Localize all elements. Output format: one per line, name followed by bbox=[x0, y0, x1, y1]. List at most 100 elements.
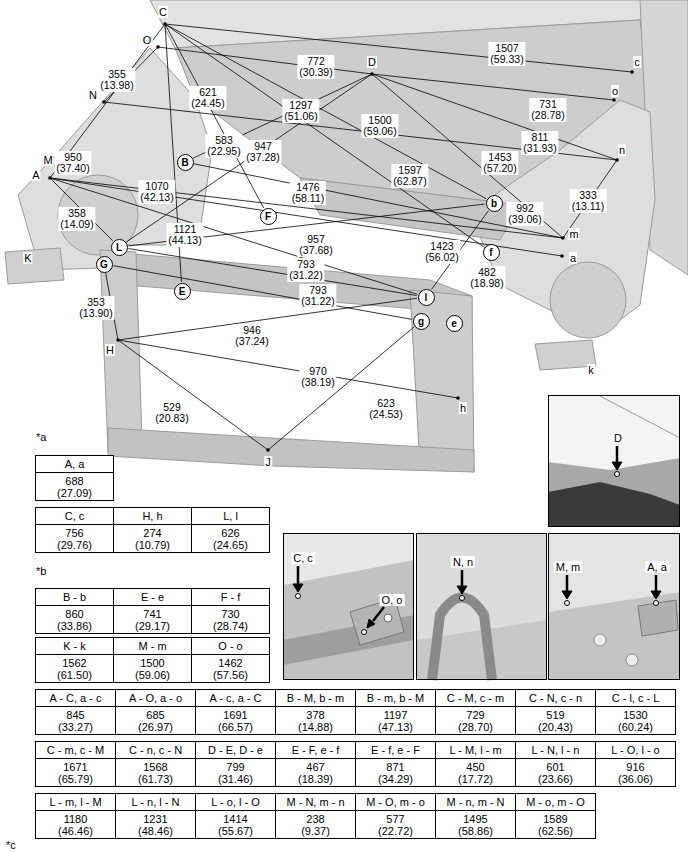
table-value: 274 (10.79) bbox=[135, 527, 170, 551]
dimension-value: 482 (18.98) bbox=[468, 266, 505, 290]
table-header: L - o, l - O bbox=[211, 796, 260, 808]
table-value: 1495 (58.86) bbox=[458, 813, 493, 837]
right-pillar bbox=[410, 290, 474, 472]
point-letter: H bbox=[105, 344, 115, 356]
table-cell: L - o, l - O bbox=[195, 793, 276, 811]
table-cell: B - M, b - m bbox=[275, 689, 356, 707]
inset-label: N, n bbox=[451, 556, 475, 568]
table-value: 519 (20.43) bbox=[538, 709, 573, 733]
table-cell: 916 (36.06) bbox=[595, 758, 676, 787]
point-letter: l bbox=[425, 292, 428, 303]
dimension-connector bbox=[113, 266, 411, 320]
table-cell: 577 (22.72) bbox=[355, 810, 436, 839]
point-dot bbox=[460, 596, 465, 601]
point-letter: A bbox=[31, 169, 40, 181]
table-value: 1180 (46.46) bbox=[58, 813, 93, 837]
table-value: 577 (22.72) bbox=[378, 813, 413, 837]
dimension-value: 1423 (56.02) bbox=[423, 240, 460, 264]
point-dot bbox=[48, 176, 52, 180]
table-header: H, h bbox=[142, 510, 162, 522]
point-letter: N bbox=[88, 89, 98, 101]
table-value: 238 (9.37) bbox=[301, 813, 330, 837]
table-header: M - N, m - n bbox=[286, 796, 344, 808]
inset-bracket bbox=[638, 600, 678, 636]
dimension-line bbox=[165, 24, 632, 72]
table-header: M - m bbox=[138, 640, 166, 652]
table-value: 1562 (61.50) bbox=[57, 657, 92, 681]
table-value: 626 (24.65) bbox=[213, 527, 248, 551]
point-dot bbox=[156, 45, 160, 49]
dimension-value: 1597 (62.87) bbox=[391, 164, 428, 188]
point-dot bbox=[456, 396, 460, 400]
inset-label: M, m bbox=[554, 561, 582, 573]
table-value: 916 (36.06) bbox=[618, 761, 653, 785]
arrow-head bbox=[293, 584, 303, 592]
table-value: 1530 (60.24) bbox=[618, 709, 653, 733]
table-cell: 799 (31.46) bbox=[195, 758, 276, 787]
dimension-line bbox=[118, 340, 458, 398]
arrow-head bbox=[651, 591, 661, 599]
inset-arrow bbox=[566, 575, 569, 593]
table-value: 685 (26.97) bbox=[138, 709, 173, 733]
dimension-value: 772 (30.39) bbox=[297, 55, 334, 79]
dimension-line bbox=[50, 178, 417, 294]
point-dot bbox=[362, 630, 367, 635]
table-value: 1671 (65.79) bbox=[58, 761, 93, 785]
inset-label: D bbox=[612, 432, 624, 444]
dimension-value: 947 (37.28) bbox=[244, 140, 281, 164]
table-header: E - F, e - f bbox=[292, 744, 340, 756]
inset-panel bbox=[283, 560, 414, 680]
table-cell: M - n, m - N bbox=[435, 793, 516, 811]
arrow-head bbox=[562, 591, 572, 599]
point-letter: g bbox=[418, 316, 424, 327]
table-value: 729 (28.70) bbox=[458, 709, 493, 733]
inset-arrow bbox=[373, 607, 384, 621]
point-letter: n bbox=[618, 144, 626, 156]
point-dot bbox=[612, 98, 616, 102]
dimension-value: 970 (38.19) bbox=[299, 365, 336, 389]
table-cell: 1691 (66.57) bbox=[195, 706, 276, 735]
table-cell: C - l, c - L bbox=[595, 689, 676, 707]
table-value: 1197 (47.13) bbox=[378, 709, 413, 733]
table-cell: 730 (28.74) bbox=[191, 605, 270, 634]
point-letter: a bbox=[569, 252, 577, 264]
table-cell: 1530 (60.24) bbox=[595, 706, 676, 735]
point-letter: h bbox=[459, 402, 467, 414]
table-value: 1500 (59.06) bbox=[135, 657, 170, 681]
dimension-value: 1500 (59.06) bbox=[361, 114, 398, 138]
detail-inset: D bbox=[548, 395, 680, 527]
table-header: L - O, l - o bbox=[611, 744, 660, 756]
table-cell: C, c bbox=[35, 507, 114, 525]
arrow-head bbox=[612, 462, 622, 470]
table-cell: 1568 (61.73) bbox=[115, 758, 196, 787]
dimension-line bbox=[128, 249, 416, 296]
inset-ground bbox=[548, 395, 680, 527]
point-dot bbox=[654, 601, 659, 606]
table-cell: 1500 (59.06) bbox=[113, 654, 192, 683]
table-cell: C - m, c - M bbox=[35, 741, 116, 759]
dimension-value: 957 (37.68) bbox=[297, 233, 334, 257]
table-value: 1589 (62.56) bbox=[538, 813, 573, 837]
dimension-value: 992 (39.06) bbox=[506, 202, 543, 226]
table-header: C, c bbox=[65, 510, 85, 522]
inset-ground bbox=[283, 533, 414, 680]
table-value: 756 (29.76) bbox=[57, 527, 92, 551]
point-letter: G bbox=[100, 259, 108, 270]
table-cell: 845 (33.27) bbox=[35, 706, 116, 735]
table-cell: 1671 (65.79) bbox=[35, 758, 116, 787]
point-dot bbox=[296, 594, 301, 599]
dimension-line bbox=[563, 160, 617, 238]
point-letter: K bbox=[23, 252, 32, 264]
dimension-value: 621 (24.45) bbox=[189, 86, 226, 110]
inset-ground bbox=[548, 533, 680, 680]
table-cell: A - C, a - c bbox=[35, 689, 116, 707]
point-dot bbox=[565, 601, 570, 606]
point-circle: l bbox=[418, 289, 435, 306]
table-cell: M - N, m - n bbox=[275, 793, 356, 811]
dimension-value: 623 (24.53) bbox=[367, 397, 404, 421]
dimension-value: 731 (28.78) bbox=[529, 98, 566, 122]
arrow-head bbox=[367, 619, 375, 628]
inset-panel bbox=[548, 592, 680, 680]
left-apron bbox=[18, 48, 212, 270]
table-cell: B - m, b - M bbox=[355, 689, 436, 707]
